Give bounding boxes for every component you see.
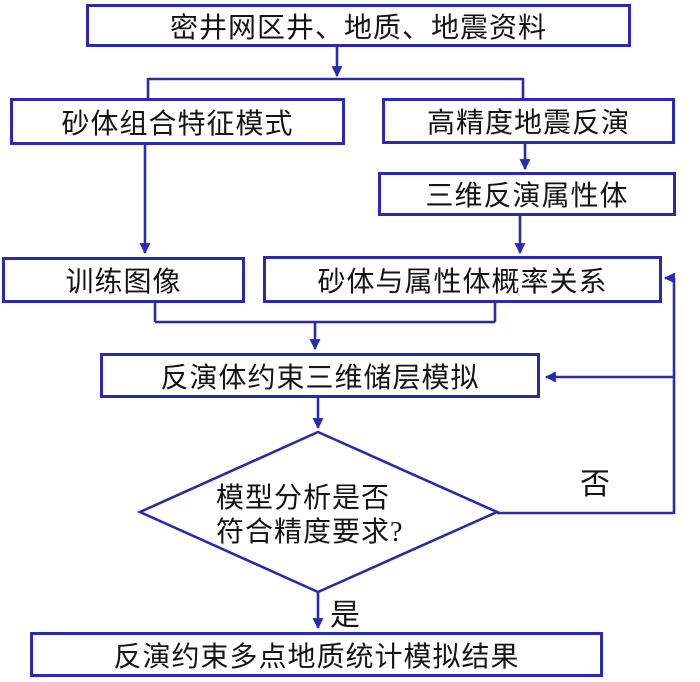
decision-diamond-shape (136, 430, 501, 594)
decision-question-line1: 模型分析是否 (216, 483, 391, 514)
node-source-data: 密井网区井、地质、地震资料 (86, 4, 631, 47)
node-attribute-volume: 三维反演属性体 (378, 172, 676, 216)
branch-label-no: 否 (580, 468, 610, 501)
node-constrained-simulation: 反演体约束三维储层模拟 (100, 353, 540, 398)
node-probability-relation: 砂体与属性体概率关系 (263, 256, 662, 303)
branch-label-yes: 是 (330, 599, 360, 632)
node-training-image: 训练图像 (2, 257, 245, 303)
node-result: 反演约束多点地质统计模拟结果 (30, 632, 603, 677)
node-sand-body-pattern: 砂体组合特征模式 (10, 98, 345, 145)
decision-question: 模型分析是否 符合精度要求? (216, 482, 403, 550)
node-seismic-inversion: 高精度地震反演 (382, 98, 675, 144)
decision-question-line2: 符合精度要求? (216, 517, 404, 548)
